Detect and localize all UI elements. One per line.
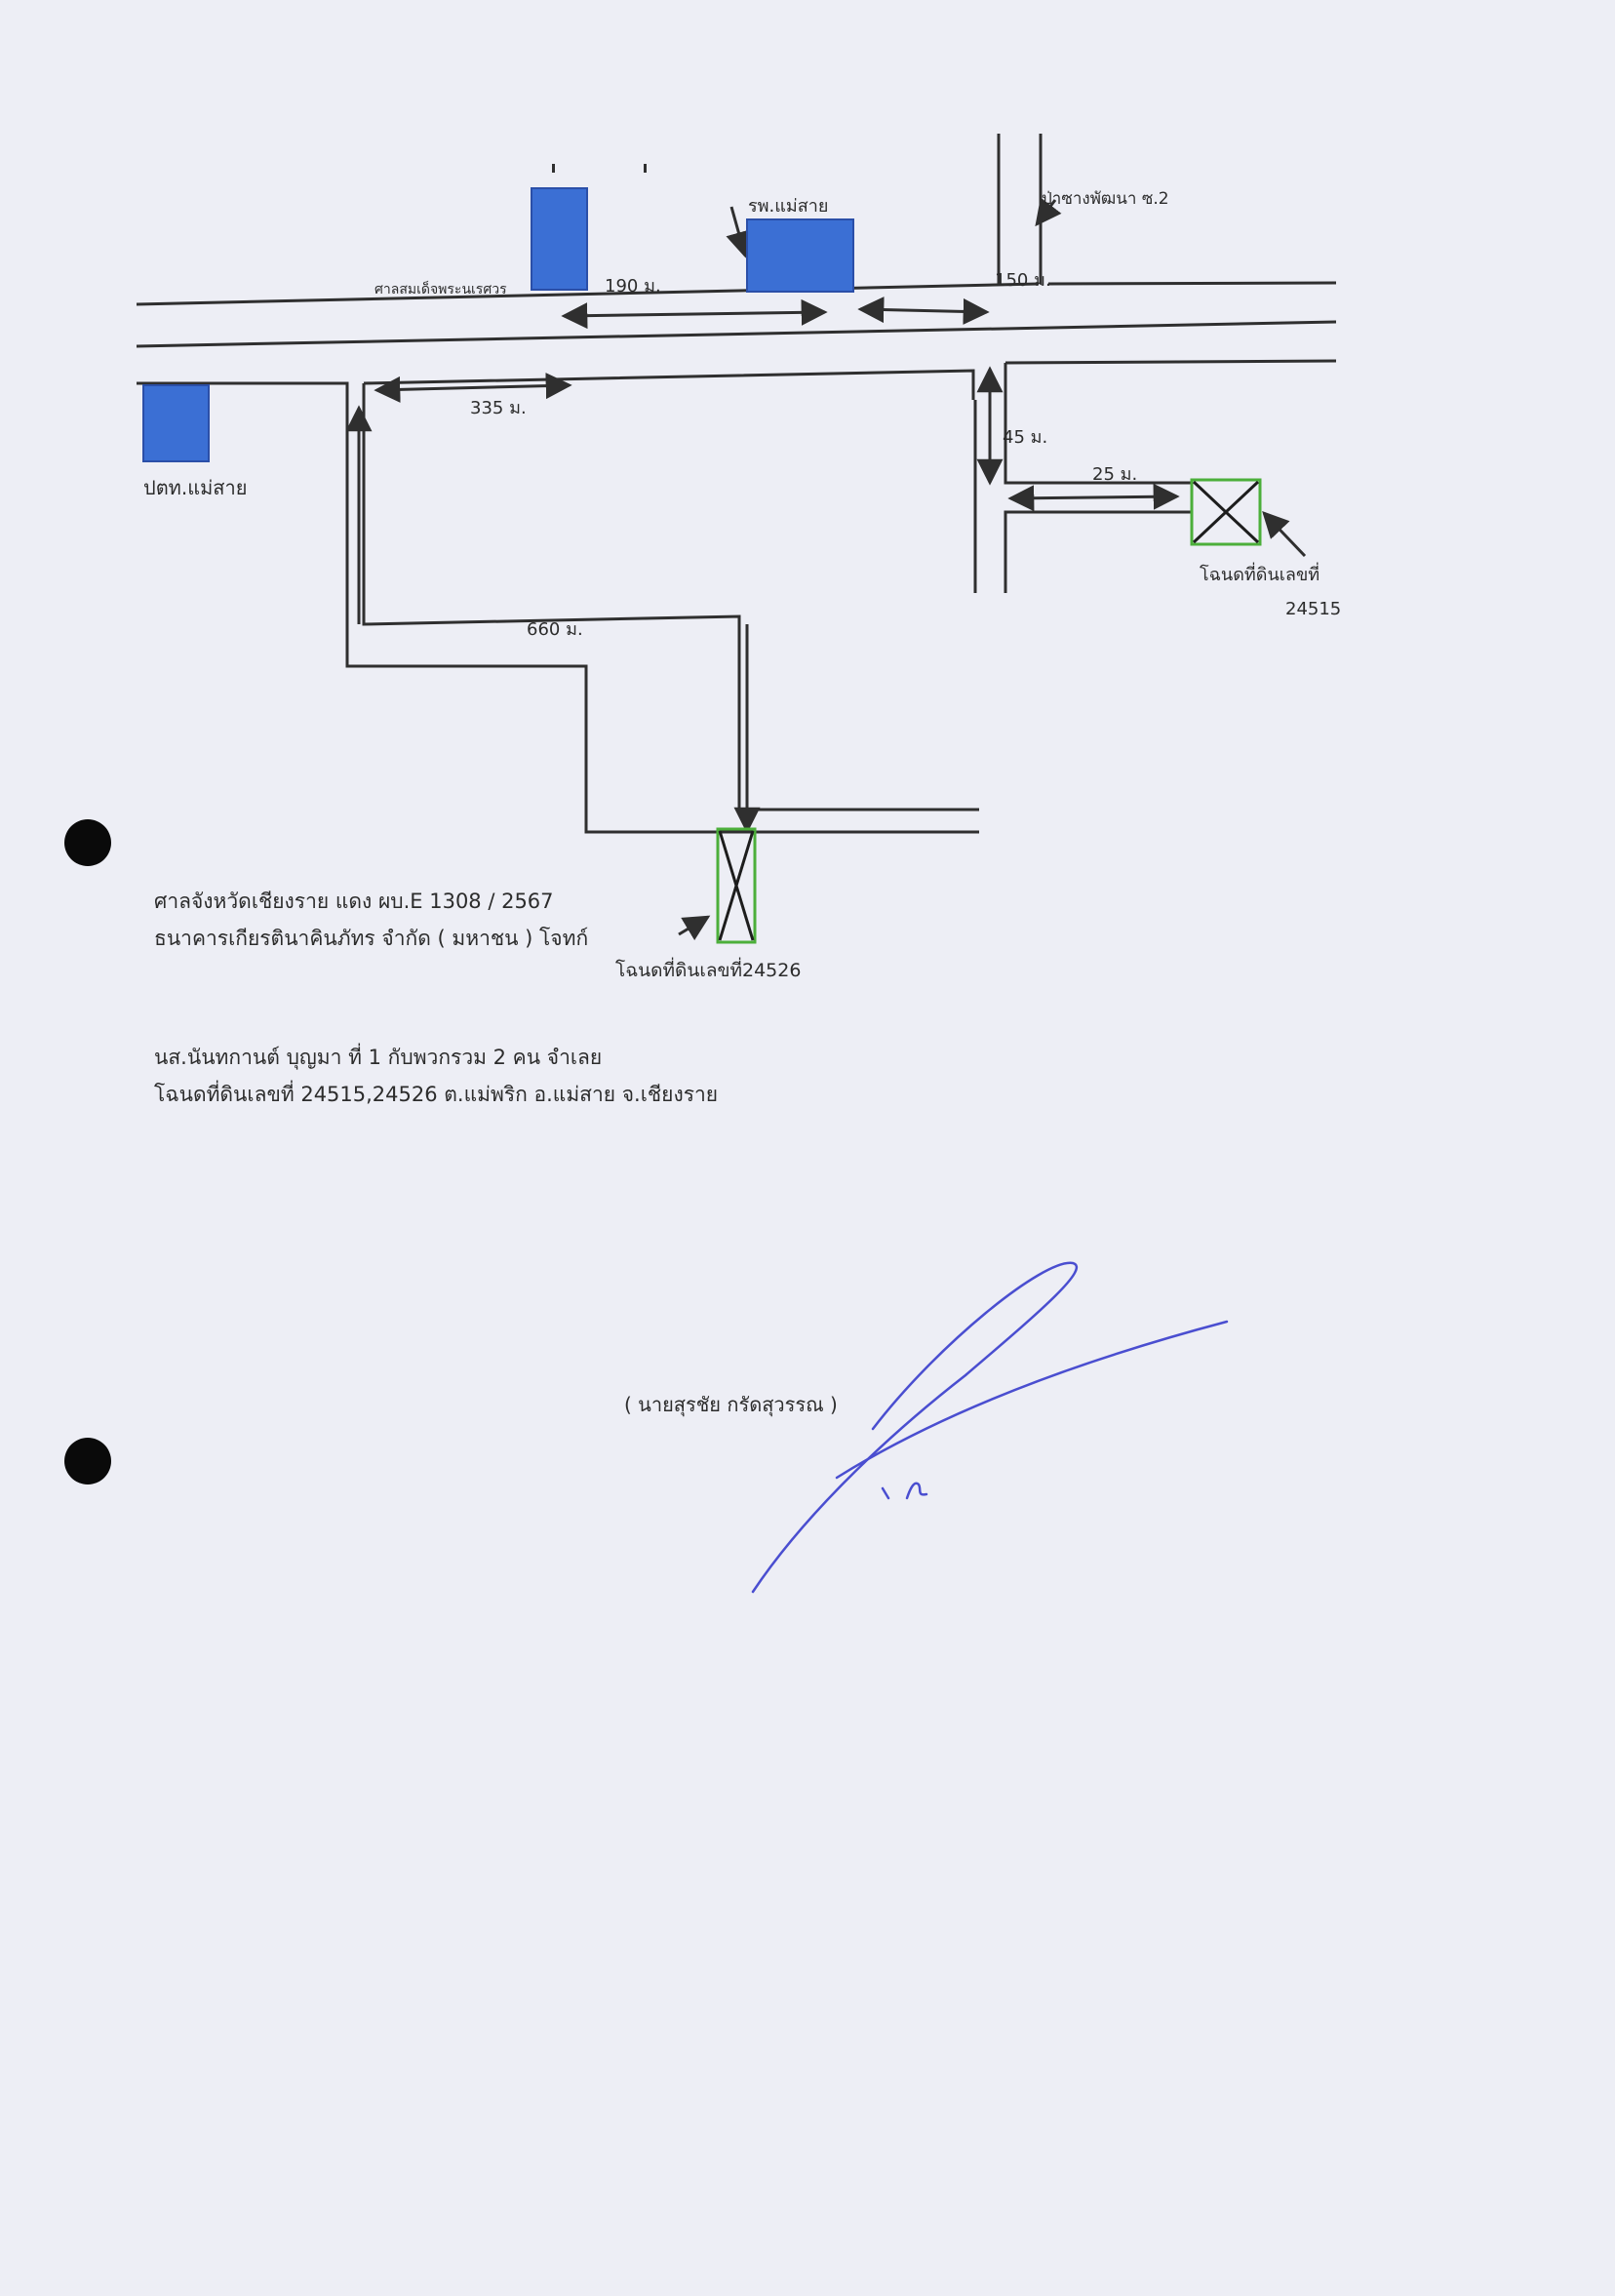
main-road-upper-edge xyxy=(136,282,1040,306)
side-road-branch-lower xyxy=(1004,510,1192,593)
hospital-pointer xyxy=(726,206,752,258)
police-station-label: ปตท.แม่สาย xyxy=(143,476,248,499)
signature-mark xyxy=(751,1261,1229,1594)
arrow-190 xyxy=(561,298,828,330)
punch-hole-top xyxy=(64,819,111,866)
police-station-building xyxy=(142,384,210,462)
punch-hole-bottom xyxy=(64,1438,111,1484)
main-road-upper-edge-right xyxy=(1047,281,1337,286)
hospital-building xyxy=(746,218,854,293)
hospital-label: รพ.แม่สาย xyxy=(748,196,829,217)
deed-24526-label: โฉนดที่ดินเลขที่24526 xyxy=(615,960,802,981)
distance-45-label: 45 ม. xyxy=(1003,427,1048,448)
soi-pointer xyxy=(1035,197,1062,227)
tick-mark-right xyxy=(644,164,647,173)
signatory-name: ( นายสุรชัย กรัดสุวรรณ ) xyxy=(624,1393,838,1416)
plot-24526 xyxy=(716,827,757,944)
distance-25-label: 25 ม. xyxy=(1092,464,1138,485)
side-road-top-right xyxy=(1004,359,1337,365)
deed-24515-label: โฉนดที่ดินเลขที่ xyxy=(1200,565,1320,585)
court-building xyxy=(531,187,588,291)
deed-24515-number: 24515 xyxy=(1285,599,1342,619)
plot-24515 xyxy=(1190,478,1262,546)
distance-190-label: 190 ม. xyxy=(605,276,661,297)
case-line-2: ธนาคารเกียรตินาคินภัทร จำกัด ( มหาชน ) โ… xyxy=(154,927,589,950)
deed-bottom-pointer xyxy=(678,915,711,941)
case-line-3: นส.นันทกานต์ บุญมา ที่ 1 กับพวกรวม 2 คน … xyxy=(154,1046,603,1069)
court-hall-label: ศาลสมเด็จพระนเรศวร xyxy=(374,282,507,297)
tick-mark-left xyxy=(552,164,555,173)
arrow-25 xyxy=(1007,483,1180,512)
branch-road-lower-edge xyxy=(362,383,979,812)
distance-150-label: 150 ม. xyxy=(995,270,1051,291)
main-road-lower-edge xyxy=(136,320,1337,348)
distance-335-label: 335 ม. xyxy=(470,398,527,418)
arrow-335 xyxy=(374,373,572,403)
deed-right-pointer xyxy=(1262,511,1307,558)
case-line-1: ศาลจังหวัดเชียงราย แดง ผบ.E 1308 / 2567 xyxy=(154,890,554,913)
distance-660-label: 660 ม. xyxy=(527,619,583,640)
branch-road-upper-edge xyxy=(137,381,979,834)
case-line-4: โฉนดที่ดินเลขที่ 24515,24526 ต.แม่พริก อ… xyxy=(154,1083,719,1106)
soi-label: ป่าซางพัฒนา ซ.2 xyxy=(1042,189,1169,209)
side-road-right-edge xyxy=(1004,363,1192,485)
arrow-150 xyxy=(857,297,990,325)
branch-road-inner-edge xyxy=(363,369,975,400)
